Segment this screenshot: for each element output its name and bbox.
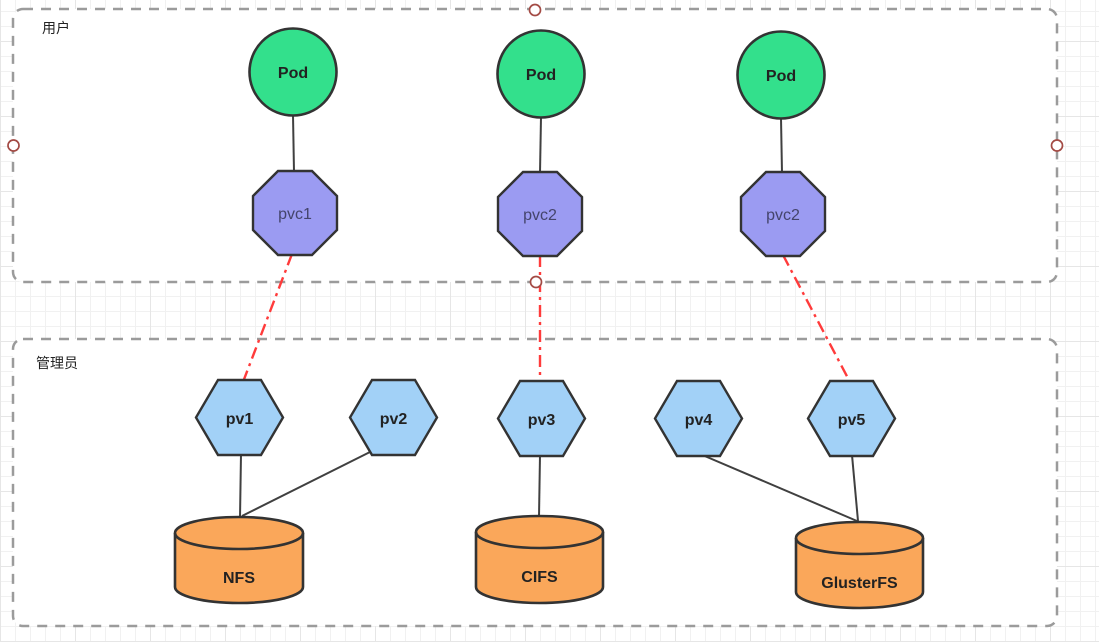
pod-circle[interactable] (736, 30, 826, 120)
pv-label: pv1 (226, 411, 254, 428)
region-admins-label: 管理员 (36, 355, 78, 371)
node-pod-1[interactable]: Pod (248, 27, 338, 117)
storage-cylinder-arc (794, 537, 925, 556)
connection-handle-top[interactable] (528, 3, 542, 17)
node-pv5[interactable]: pv5 (806, 379, 897, 458)
edge-pod1-pvc1[interactable] (292, 114, 295, 173)
edge-pv2-nfs[interactable] (241, 451, 371, 517)
node-pvc2-mid[interactable]: pvc2 (496, 170, 584, 258)
pod-label: Pod (526, 67, 556, 84)
pvc-label: pvc1 (278, 206, 312, 223)
storage-cylinder[interactable] (794, 520, 925, 610)
pod-label: Pod (766, 68, 796, 85)
pod-label: Pod (278, 65, 308, 82)
pv-hexagon[interactable] (653, 379, 744, 458)
node-pod-2[interactable]: Pod (496, 29, 586, 119)
pvc-label: pvc2 (766, 207, 800, 224)
storage-cylinder[interactable] (474, 514, 605, 605)
node-pv2[interactable]: pv2 (348, 378, 439, 457)
pv-hexagon[interactable] (806, 379, 897, 458)
node-pv4[interactable]: pv4 (653, 379, 744, 458)
edge-pod3-pvc2[interactable] (780, 117, 783, 174)
node-storage-cifs[interactable]: CIFS (474, 514, 605, 605)
pv-hexagon[interactable] (194, 378, 285, 457)
pv-label: pv5 (838, 412, 866, 429)
pvc-label: pvc2 (523, 207, 557, 224)
pv-label: pv2 (380, 411, 408, 428)
storage-cylinder-arc (474, 531, 605, 550)
pod-circle[interactable] (496, 29, 586, 119)
connection-handle-right[interactable] (1050, 139, 1064, 152)
edge-pv5-glusterfs[interactable] (851, 454, 859, 522)
edge-pvc2-pv5[interactable] (781, 254, 852, 383)
pvc-octagon[interactable] (496, 170, 584, 258)
edge-pv3-cifs[interactable] (538, 454, 541, 518)
storage-cylinder[interactable] (173, 515, 305, 605)
pv-hexagon[interactable] (496, 379, 587, 458)
node-storage-glusterfs[interactable]: GlusterFS (794, 520, 925, 610)
node-pv1[interactable]: pv1 (194, 378, 285, 457)
node-pod-3[interactable]: Pod (736, 30, 826, 120)
storage-cylinder-arc (173, 532, 305, 551)
pod-circle[interactable] (248, 27, 338, 117)
pv-label: pv4 (685, 412, 713, 429)
pvc-octagon[interactable] (251, 169, 339, 257)
edge-pod2-pvc2[interactable] (539, 116, 542, 174)
connection-handle-bottom[interactable] (529, 275, 543, 289)
node-pv3[interactable]: pv3 (496, 379, 587, 458)
region-users-label: 用户 (42, 20, 70, 36)
pv-hexagon[interactable] (348, 378, 439, 457)
pvc-octagon[interactable] (739, 170, 827, 258)
node-storage-nfs[interactable]: NFS (173, 515, 305, 605)
connection-handle-left[interactable] (7, 139, 20, 152)
node-pvc1[interactable]: pvc1 (251, 169, 339, 257)
pv-label: pv3 (528, 412, 556, 429)
storage-label: NFS (223, 570, 255, 587)
storage-label: CIFS (521, 569, 558, 586)
edge-pv4-glusterfs[interactable] (699, 453, 858, 522)
node-pvc2-right[interactable]: pvc2 (739, 170, 827, 258)
storage-label: GlusterFS (821, 575, 898, 592)
edge-pv1-nfs[interactable] (239, 453, 242, 519)
edge-pvc1-pv1[interactable] (241, 253, 294, 383)
